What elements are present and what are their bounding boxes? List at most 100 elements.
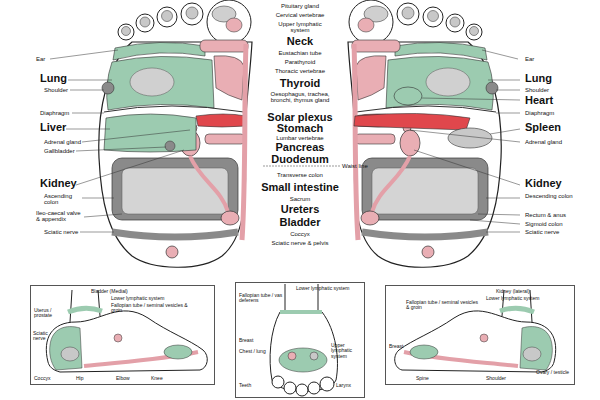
panel-label: Shoulder <box>486 376 506 381</box>
organ-label: Ear <box>525 56 534 62</box>
heart-zone <box>394 87 422 105</box>
panel-label: Bladder (Medial) <box>91 289 128 294</box>
leader-line <box>76 150 184 185</box>
panel-label: Ovary / testicle <box>536 370 571 375</box>
toe <box>320 377 334 391</box>
leader-line <box>478 214 520 215</box>
organ-label: Lumbar vertebrae <box>276 135 323 141</box>
organ-label: Thyroid <box>280 78 320 90</box>
view-panel: Kidney (lateral) Lower lymphatic systemFa… <box>385 285 575 385</box>
organ-label: Diaphragm <box>525 110 554 116</box>
panel-label: Hip <box>76 376 84 381</box>
leader-line <box>496 113 520 114</box>
panel-label: Elbow <box>116 376 130 381</box>
leg-line <box>285 284 286 312</box>
top-foot-outline <box>270 312 337 391</box>
panel-label: Kidney (lateral) <box>496 289 530 294</box>
waist-line <box>262 166 340 167</box>
organ-label: Eustachian tube <box>278 50 321 56</box>
organ-label: Ear <box>36 56 45 62</box>
leader-line <box>490 129 520 134</box>
medial-view <box>46 290 207 372</box>
leader-line <box>470 220 520 224</box>
panel-label: Larynx <box>336 383 351 388</box>
organ-label: Adrenal gland <box>525 139 562 145</box>
leader-line <box>68 80 112 81</box>
organ-label: Ileo-caecal valve & appendix <box>36 210 86 223</box>
organ-label: Heart <box>525 95 553 107</box>
organ-label: Kidney <box>40 178 77 190</box>
top-view <box>270 284 337 396</box>
organ-label: Coccyx <box>290 231 310 237</box>
organ-label: Sciatic nerve <box>44 229 78 235</box>
organ-label: Pituitary gland <box>281 3 319 9</box>
leader-line <box>410 130 520 142</box>
panel-label: Upper lymphatic system <box>331 343 364 359</box>
toe <box>272 376 284 388</box>
organ-label: Solar plexus <box>267 112 332 124</box>
panel-label: Lower lymphatic system <box>486 296 539 301</box>
lung-spot <box>310 352 318 360</box>
leader-line <box>488 80 520 81</box>
organ-label: Spleen <box>525 122 561 134</box>
leader-line <box>80 232 114 233</box>
leader-line <box>422 98 520 100</box>
panel-label: Teeth <box>239 383 251 388</box>
organ-label: Kidney <box>525 178 562 190</box>
panel-label: Coccyx <box>34 376 50 381</box>
organ-label: Adrenal gland <box>44 139 81 145</box>
gallbladder-zone <box>165 141 175 151</box>
organ-label: Ascending colon <box>44 193 79 206</box>
panel-label: Fallopian tube / seminal vesicles & groi… <box>406 300 481 311</box>
leader-line <box>486 232 520 233</box>
organ-label: Liver <box>40 122 66 134</box>
panel-label: Knee <box>151 376 163 381</box>
organ-label: Diaphragm <box>40 110 69 116</box>
organ-label: Neck <box>287 36 313 48</box>
panel-label: Spine <box>416 376 429 381</box>
leader-line <box>50 50 118 59</box>
panel-label: Lower lymphatic system <box>296 286 351 291</box>
leader-line <box>66 129 110 130</box>
organ-label: Pancreas <box>276 142 325 154</box>
toe <box>296 384 308 396</box>
organ-label: Shoulder <box>525 87 549 93</box>
organ-label: Sciatic nerve & pelvis <box>271 240 328 246</box>
view-panel: Bladder (Medial)Lower lymphatic systemFa… <box>30 285 215 385</box>
organ-label: Oesophagus, trachea, bronchi, thymus gla… <box>265 91 335 104</box>
organ-label: Bladder <box>280 217 321 229</box>
lateral-view <box>395 290 556 372</box>
organ-label: Rectum & anus <box>525 212 566 218</box>
organ-label: Sigmoid colon <box>525 221 563 227</box>
panel-label: Chest / lung <box>239 349 269 354</box>
organ-label: Waist line <box>342 163 368 169</box>
leader-line <box>70 90 104 91</box>
leader-line <box>414 150 520 185</box>
organ-label: Transverse colon <box>277 172 323 178</box>
organ-label: Sacrum <box>290 196 311 202</box>
chest-zone <box>279 348 327 372</box>
panel-label: Fallopian tube / vas deferens <box>239 293 284 304</box>
leader-line <box>84 214 122 217</box>
organ-label: Duodenum <box>271 154 328 166</box>
toe <box>308 382 320 394</box>
leader-line <box>76 147 166 151</box>
organ-label: Shoulder <box>44 87 68 93</box>
left-foot <box>99 0 252 267</box>
panel-label: Uterus / prostate <box>34 308 69 319</box>
view-panel: Lower lymphatic systemFallopian tube / v… <box>235 282 365 398</box>
organ-label: Ureters <box>281 204 320 216</box>
right-foot <box>348 0 501 267</box>
stomach-zone <box>354 113 470 130</box>
panel-label: Fallopian tube / seminal vesicles & groi… <box>111 303 191 314</box>
organ-label: Upper lymphatic system <box>275 21 325 34</box>
organ-label: Sciatic nerve <box>525 229 559 235</box>
leader-line <box>496 90 520 91</box>
liver-zone <box>104 114 196 152</box>
breast-spot <box>288 352 296 360</box>
organ-label: Parathyroid <box>285 59 316 65</box>
panel-label: Breast <box>239 338 253 343</box>
organ-label: Gallbladder <box>44 148 75 154</box>
organ-label: Descending colon <box>525 193 573 199</box>
